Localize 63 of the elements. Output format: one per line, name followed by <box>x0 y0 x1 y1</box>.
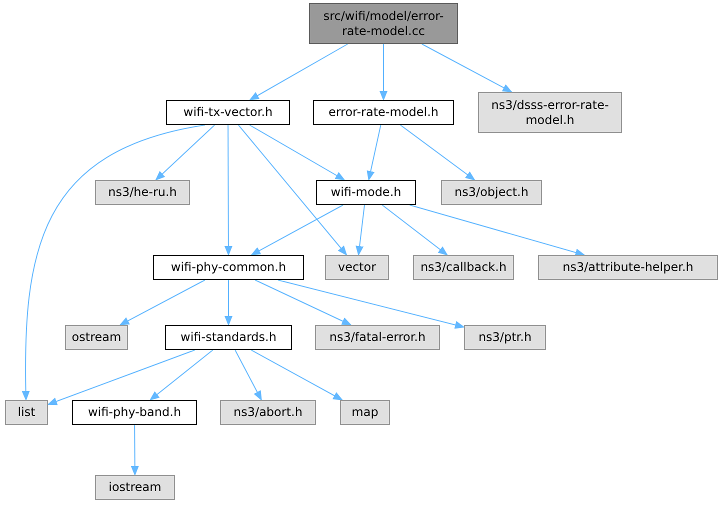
arrow <box>380 44 388 101</box>
file-name: ns3/fatal-error.h <box>329 330 426 345</box>
file-name: ns3/ptr.h <box>478 330 532 345</box>
arrow <box>149 350 214 401</box>
file-box <box>325 255 389 280</box>
file-name: vector <box>338 260 376 275</box>
arrow <box>421 44 513 92</box>
file-name: wifi-phy-common.h <box>170 260 286 275</box>
file-name: ns3/object.h <box>454 185 528 200</box>
file-box <box>309 3 458 44</box>
arrow <box>130 424 139 476</box>
file-box <box>153 255 304 280</box>
arrow <box>248 44 348 100</box>
file-box <box>166 100 290 125</box>
arrow <box>382 204 448 256</box>
arrow <box>254 280 352 326</box>
file-name: ostream <box>72 330 122 345</box>
file-box <box>340 400 390 425</box>
arrow <box>22 124 206 401</box>
file-box <box>95 180 190 205</box>
file-name: iostream <box>108 480 162 495</box>
arrow <box>249 124 346 180</box>
file-box <box>538 255 718 280</box>
file-box <box>165 325 292 350</box>
file-name: ns3/he-ru.h <box>108 185 177 200</box>
file-name: wifi-standards.h <box>180 330 276 345</box>
file-name: map <box>352 405 378 420</box>
file-name: wifi-tx-vector.h <box>183 105 273 120</box>
file-name: wifi-mode.h <box>330 185 402 200</box>
file-name: ns3/attribute-helper.h <box>562 260 694 275</box>
arrow <box>47 350 196 406</box>
file-box <box>413 255 514 280</box>
arrow <box>356 204 365 256</box>
arrow <box>234 350 262 401</box>
file-name: error-rate-model.h <box>328 105 439 120</box>
file-name: ns3/dsss-error-rate-model.h <box>490 98 610 128</box>
arrow <box>409 204 586 256</box>
file-name: list <box>18 405 36 420</box>
file-box <box>65 325 128 350</box>
arrow <box>119 280 206 326</box>
arrow <box>238 124 348 256</box>
arrow <box>250 204 344 256</box>
arrow <box>277 280 465 329</box>
arrow <box>224 124 232 256</box>
file-name: ns3/callback.h <box>420 260 507 275</box>
arrow <box>366 124 382 181</box>
file-box <box>441 180 542 205</box>
arrow <box>250 350 344 400</box>
arrow <box>155 124 216 181</box>
file-box <box>5 400 48 425</box>
file-box <box>95 475 175 500</box>
arrow <box>224 280 232 326</box>
file-box <box>72 400 197 425</box>
file-box <box>316 180 416 205</box>
file-box <box>313 100 454 125</box>
file-box <box>464 325 546 350</box>
file-box <box>220 400 316 425</box>
file-name: wifi-phy-band.h <box>88 405 182 420</box>
file-box <box>315 325 440 350</box>
arrow <box>400 124 476 181</box>
file-name: src/wifi/model/error-rate-model.cc <box>322 8 445 38</box>
file-box <box>478 92 622 133</box>
file-name: ns3/abort.h <box>234 405 302 420</box>
